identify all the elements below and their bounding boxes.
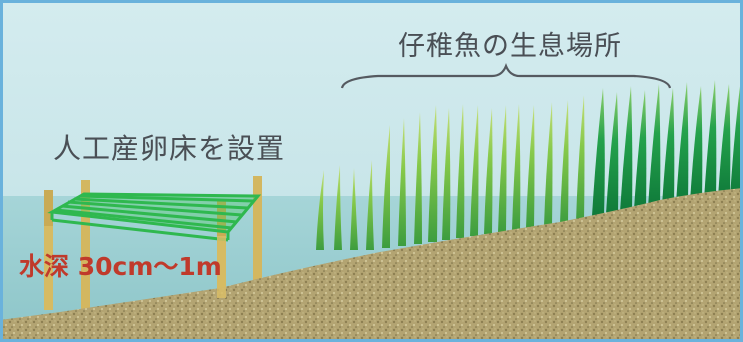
fry-habitat-label: 仔稚魚の生息場所 (398, 31, 622, 62)
grass-light (316, 95, 585, 250)
brace-line (340, 63, 672, 89)
spawning-bed-label: 人工産卵床を設置 (53, 132, 286, 165)
water-depth-label: 水深 30cm～1m (19, 252, 222, 281)
grass-dark (592, 78, 743, 216)
spawning-bed-front-posts (44, 226, 226, 310)
gravel-bottom (0, 188, 743, 342)
spawning-bed (47, 192, 262, 242)
